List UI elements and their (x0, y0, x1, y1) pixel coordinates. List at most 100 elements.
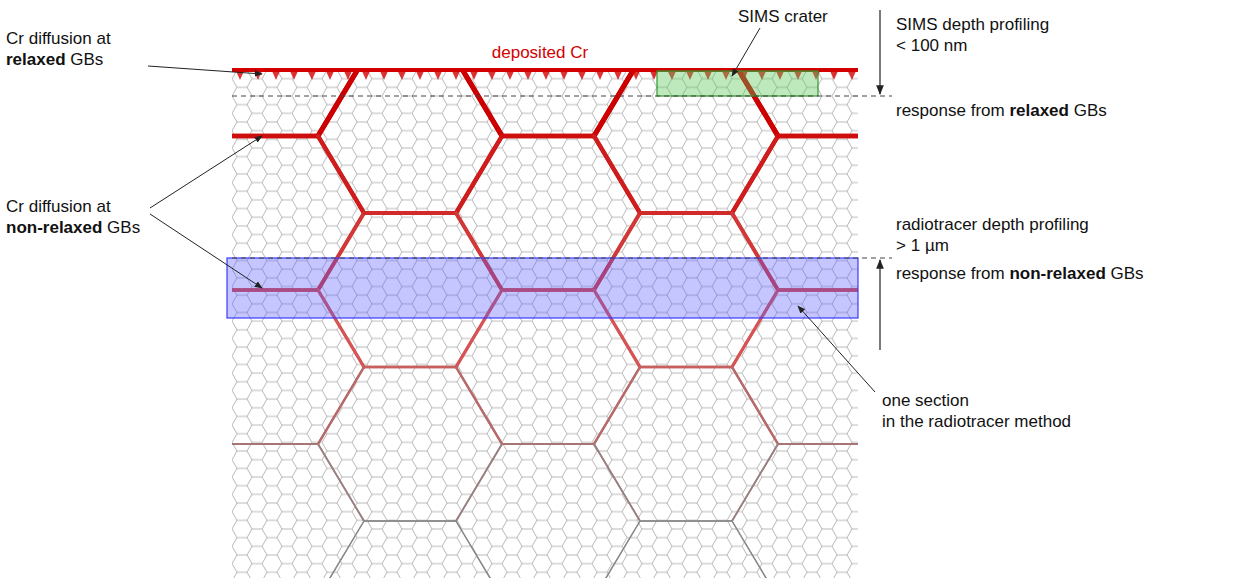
grain-boundary (594, 70, 640, 136)
grain-boundary (364, 211, 456, 215)
grain-boundary (732, 367, 778, 444)
diffusion-spike (560, 71, 568, 80)
annotation: Cr diffusion atnon-relaxed GBs (6, 196, 140, 238)
grain-boundary (318, 521, 364, 578)
grain-boundary (778, 134, 858, 139)
diffusion-spike (524, 71, 532, 80)
diffusion-spike (632, 71, 640, 80)
depth-arrow (879, 260, 880, 350)
grain-boundary (640, 211, 732, 215)
grain-boundary (232, 443, 318, 445)
grain-boundary (778, 443, 858, 445)
grain-boundary (502, 443, 594, 445)
grain-boundary (594, 444, 640, 521)
grain-boundary (318, 136, 364, 213)
grain-boundary (318, 444, 364, 521)
grain-boundary (232, 134, 318, 139)
grain-boundary (456, 70, 502, 136)
leader-line (148, 66, 262, 74)
leader-line (150, 214, 262, 288)
diffusion-spike (488, 71, 496, 80)
diffusion-spike (542, 71, 550, 80)
response-label: response from non-relaxed GBs (896, 263, 1144, 284)
grain-boundary (364, 366, 456, 369)
grain-boundary (732, 136, 778, 213)
callout-label: one sectionin the radiotracer method (882, 390, 1071, 432)
grain-boundary (232, 134, 318, 139)
grain-boundary (594, 367, 640, 444)
callout-label: SIMS crater (738, 6, 828, 27)
grain-boundary (594, 136, 640, 213)
diffusion-spike (290, 71, 298, 80)
grain-boundary (640, 520, 732, 521)
grain-boundary (732, 136, 778, 213)
grain-texture (232, 70, 858, 578)
layer-label: deposited Cr (492, 42, 588, 63)
grain-boundary (318, 367, 364, 444)
grain-boundary (318, 444, 364, 521)
leader-line (798, 306, 875, 392)
diffusion-spike (272, 71, 280, 80)
diffusion-spike (416, 71, 424, 80)
grain-boundary (640, 366, 732, 369)
grain-boundary (640, 211, 732, 215)
diffusion-spike (506, 71, 514, 80)
diffusion-spike (614, 71, 622, 80)
diffusion-spike (344, 71, 352, 80)
grain-boundary (594, 521, 640, 578)
depth-line (232, 258, 892, 259)
grain-boundary (456, 136, 502, 213)
sims-crater (657, 71, 818, 96)
grain-boundary (456, 367, 502, 444)
diffusion-spike (308, 71, 316, 80)
grain-boundary (502, 443, 594, 445)
depth-arrow (879, 10, 880, 94)
diffusion-spike (326, 71, 334, 80)
grain-boundary (318, 70, 364, 136)
grain-boundary (318, 521, 364, 578)
grain-boundary (778, 443, 858, 445)
grain-boundary (456, 521, 502, 578)
diffusion-spike (848, 71, 856, 80)
grain-boundary (456, 444, 502, 521)
response-label: response from relaxed GBs (896, 100, 1107, 121)
grain-boundary (364, 211, 456, 215)
annotation: Cr diffusion atrelaxed GBs (6, 28, 111, 70)
grain-boundary (732, 367, 778, 444)
leader-line (732, 28, 760, 76)
diffusion-spike (578, 71, 586, 80)
grain-boundary (502, 134, 594, 139)
grain-boundary (364, 520, 456, 521)
grain-boundaries (232, 70, 858, 578)
grain-boundary (732, 521, 778, 578)
diffusion-spike (398, 71, 406, 80)
grain-boundary (456, 367, 502, 444)
method-label: SIMS depth profiling< 100 nm (896, 14, 1049, 56)
diffusion-spike (470, 71, 478, 80)
diffusion-spike (830, 71, 838, 80)
method-label: radiotracer depth profiling> 1 µm (896, 214, 1089, 256)
grain-boundary (456, 136, 502, 213)
grain-boundary (318, 136, 364, 213)
leader-line (150, 136, 262, 208)
grain-boundary (732, 444, 778, 521)
diffusion-spike (452, 71, 460, 80)
diffusion-spike (362, 71, 370, 80)
grain-boundary (594, 521, 640, 578)
grain-boundary (640, 366, 732, 369)
grain-boundary (594, 136, 640, 213)
diffusion-spike (254, 71, 262, 80)
grain-boundary (232, 443, 318, 445)
grain-boundary (732, 444, 778, 521)
grain-boundary (594, 444, 640, 521)
grain-boundary (732, 521, 778, 578)
grain-boundary (456, 70, 502, 136)
grain-boundary (640, 520, 732, 521)
grain-boundary (318, 70, 364, 136)
grain-boundary (318, 367, 364, 444)
grain-boundary (364, 520, 456, 521)
radiotracer-section (227, 258, 858, 318)
depth-line (232, 96, 892, 97)
grain-boundary (456, 444, 502, 521)
